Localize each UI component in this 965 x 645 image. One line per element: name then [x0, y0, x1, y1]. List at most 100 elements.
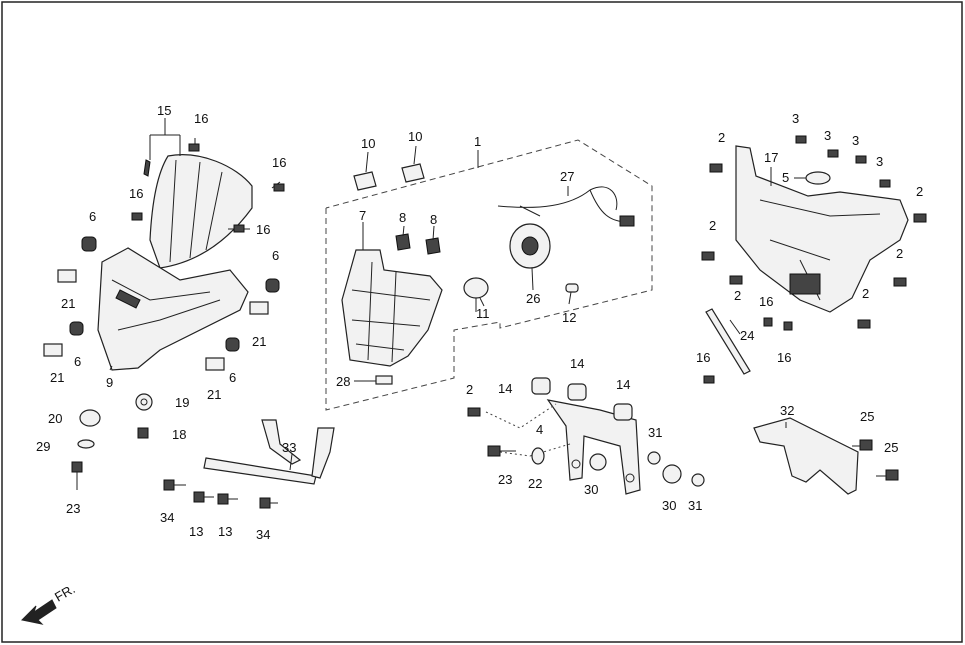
- cap-20: [79, 409, 101, 427]
- bracket-32: [753, 417, 859, 495]
- callout-2: 2: [862, 286, 869, 301]
- callout-3: 3: [824, 128, 831, 143]
- screw-16a: [188, 138, 200, 152]
- callout-30: 30: [662, 498, 676, 513]
- bolts-2-right: [701, 163, 927, 329]
- callout-16: 16: [777, 350, 791, 365]
- cap-10b: [401, 163, 425, 183]
- bracket-8b: [425, 237, 441, 255]
- callout-2: 2: [709, 218, 716, 233]
- bolt-18: [137, 427, 149, 439]
- callout-18: 18: [172, 427, 186, 442]
- callout-23: 23: [498, 472, 512, 487]
- callout-13: 13: [189, 524, 203, 539]
- bracket-plate-33: [203, 419, 335, 485]
- wire-harness-27: [497, 186, 635, 227]
- nut-31a: [647, 451, 661, 465]
- screws-3: [795, 135, 891, 188]
- callout-21: 21: [50, 370, 64, 385]
- nut-6d: [225, 337, 240, 352]
- callout-30: 30: [584, 482, 598, 497]
- callout-numbers: 1 2 2 2 2 2 2 2 3 3 3 3 4 5 6 6 6 6 7 8 …: [36, 103, 923, 542]
- callout-2: 2: [734, 288, 741, 303]
- bolt-2-center: [467, 407, 481, 417]
- callout-16: 16: [759, 294, 773, 309]
- callout-10: 10: [361, 136, 375, 151]
- assembly-guide-lines: [485, 403, 571, 457]
- grommets-14: [531, 377, 633, 421]
- callout-31: 31: [688, 498, 702, 513]
- screw-16c: [131, 212, 143, 221]
- gear-19: [135, 393, 153, 411]
- callout-1: 1: [474, 134, 481, 149]
- callout-3: 3: [876, 154, 883, 169]
- callout-20: 20: [48, 411, 62, 426]
- washer-22: [531, 447, 545, 465]
- callout-6: 6: [229, 370, 236, 385]
- callout-29: 29: [36, 439, 50, 454]
- callout-10: 10: [408, 129, 422, 144]
- callout-33: 33: [282, 440, 296, 455]
- clip-21b: [249, 301, 269, 315]
- callout-2: 2: [718, 130, 725, 145]
- callout-14: 14: [498, 381, 512, 396]
- callout-21: 21: [61, 296, 75, 311]
- callout-9: 9: [106, 375, 113, 390]
- headlight-assembly-group: [325, 139, 653, 411]
- callout-4: 4: [536, 422, 543, 437]
- nut-6a: [81, 236, 97, 252]
- nut-6b: [265, 278, 280, 293]
- callout-15-bracket: [149, 118, 181, 160]
- screw-16b: [271, 181, 285, 192]
- callout-6: 6: [89, 209, 96, 224]
- leader-lines: [109, 145, 806, 471]
- callout-28: 28: [336, 374, 350, 389]
- callout-2: 2: [896, 246, 903, 261]
- front-cowl: [97, 247, 249, 371]
- clip-21a: [57, 269, 77, 283]
- callout-6: 6: [272, 248, 279, 263]
- bolt-23-center: [487, 445, 516, 457]
- screws-16-right: [703, 317, 793, 384]
- callout-27: 27: [560, 169, 574, 184]
- cap-10a: [353, 171, 377, 191]
- callout-26: 26: [526, 291, 540, 306]
- front-direction-arrow-icon: [20, 599, 57, 625]
- callout-16: 16: [194, 111, 208, 126]
- callout-21: 21: [207, 387, 221, 402]
- bolts-13-34: [163, 479, 278, 509]
- callout-14: 14: [616, 377, 630, 392]
- screw-16d: [228, 224, 250, 233]
- grommet-5: [805, 171, 831, 185]
- nut-31b: [691, 473, 705, 487]
- callout-8: 8: [399, 210, 406, 225]
- callout-34: 34: [256, 527, 270, 542]
- clip-21d: [205, 357, 225, 371]
- callout-16: 16: [256, 222, 270, 237]
- callout-22: 22: [528, 476, 542, 491]
- collar-30a: [589, 453, 607, 471]
- callout-31: 31: [648, 425, 662, 440]
- callout-16: 16: [129, 186, 143, 201]
- callout-21: 21: [252, 334, 266, 349]
- washer-29: [77, 439, 95, 449]
- callout-23: 23: [66, 501, 80, 516]
- callout-3: 3: [852, 133, 859, 148]
- callout-11: 11: [476, 306, 490, 321]
- callout-3: 3: [792, 111, 799, 126]
- callout-7: 7: [359, 208, 366, 223]
- callout-34: 34: [160, 510, 174, 525]
- collar-30b: [662, 464, 682, 484]
- callout-24: 24: [740, 328, 754, 343]
- bulb-12: [565, 283, 579, 293]
- callout-6: 6: [74, 354, 81, 369]
- callout-5: 5: [782, 170, 789, 185]
- bolt-23-left: [71, 461, 83, 490]
- callout-19: 19: [175, 395, 189, 410]
- callout-32: 32: [780, 403, 794, 418]
- headlight-unit: [341, 249, 443, 367]
- bulb-11: [463, 277, 489, 312]
- front-direction-label: FR.: [52, 581, 78, 604]
